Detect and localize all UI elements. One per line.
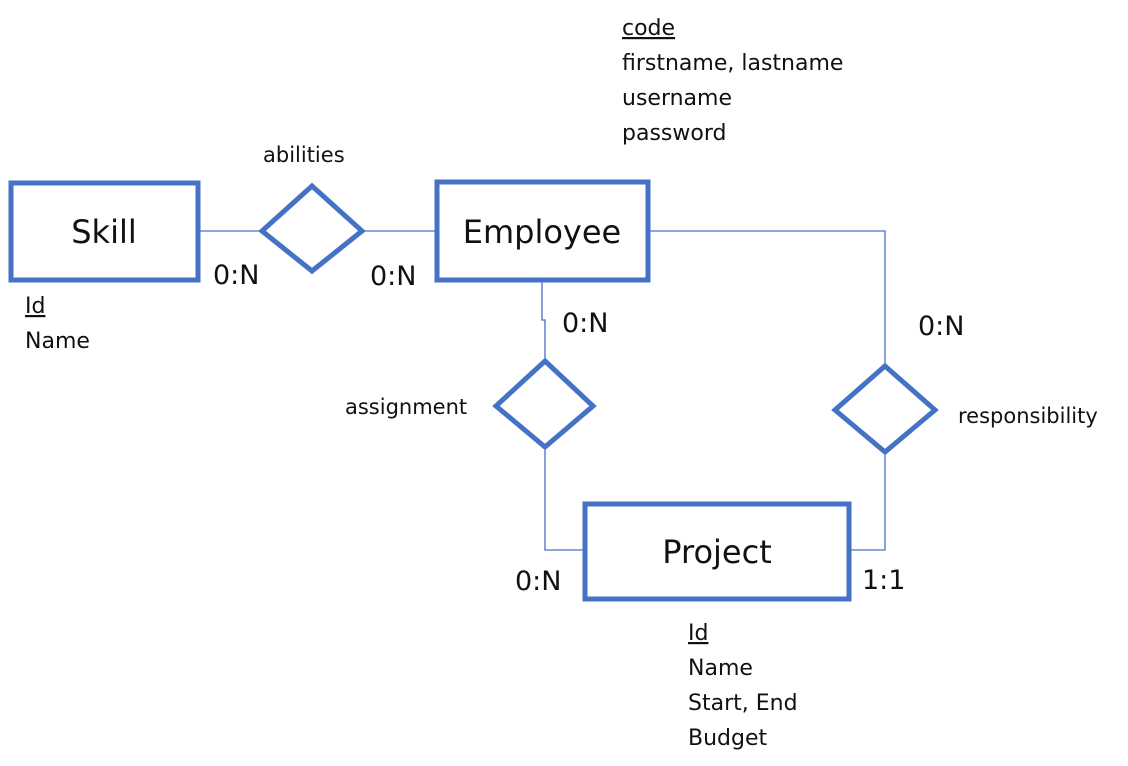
line-responsibility-project — [849, 455, 886, 551]
relationship-responsibility-diamond — [831, 362, 939, 456]
line-employee-assignment — [541, 280, 546, 358]
attribute-skill-id: Id — [25, 294, 45, 319]
attribute-project-id: Id — [688, 621, 708, 646]
cardinality-skill-abilities: 0:N — [213, 260, 259, 291]
attributes-skill: Id Name — [25, 294, 90, 354]
entity-project: Project — [582, 501, 852, 602]
attributes-project: Id Name Start, End Budget — [688, 621, 798, 751]
relationship-abilities: abilities — [258, 143, 366, 275]
entity-employee-box — [434, 179, 651, 283]
cardinality-employee-assignment: 0:N — [562, 308, 608, 339]
entity-project-name: Project — [662, 533, 771, 571]
attribute-project-name: Name — [688, 656, 753, 681]
connector-lines — [198, 230, 886, 551]
entity-skill: Skill — [8, 180, 201, 283]
cardinalities: 0:N 0:N 0:N 0:N 0:N 1:1 — [213, 260, 964, 597]
attribute-project-budget: Budget — [688, 726, 768, 751]
line-assignment-project — [544, 450, 585, 551]
relationship-abilities-label: abilities — [263, 143, 345, 167]
attribute-employee-password: password — [622, 121, 726, 146]
entity-project-box — [582, 501, 852, 602]
attribute-employee-code: code — [622, 16, 675, 41]
relationship-abilities-diamond — [258, 182, 366, 275]
attribute-employee-username: username — [622, 86, 732, 111]
cardinality-employee-abilities: 0:N — [370, 261, 416, 292]
relationship-responsibility-label: responsibility — [958, 404, 1098, 428]
relationship-assignment: assignment — [345, 357, 597, 451]
relationship-assignment-diamond — [492, 357, 597, 451]
relationship-responsibility: responsibility — [831, 362, 1098, 456]
entity-employee: Employee — [434, 179, 651, 283]
attribute-project-dates: Start, End — [688, 691, 798, 716]
relationship-assignment-label: assignment — [345, 395, 467, 419]
attribute-skill-name: Name — [25, 329, 90, 354]
entity-skill-name: Skill — [71, 213, 137, 251]
cardinality-project-assignment: 0:N — [515, 566, 561, 597]
cardinality-employee-responsibility: 0:N — [918, 311, 964, 342]
attribute-employee-names: firstname, lastname — [622, 51, 843, 76]
entity-skill-box — [8, 180, 201, 283]
cardinality-project-responsibility: 1:1 — [862, 565, 905, 596]
line-employee-responsibility — [648, 230, 886, 363]
entity-employee-name: Employee — [463, 213, 621, 251]
attributes-employee: code firstname, lastname username passwo… — [622, 16, 843, 146]
